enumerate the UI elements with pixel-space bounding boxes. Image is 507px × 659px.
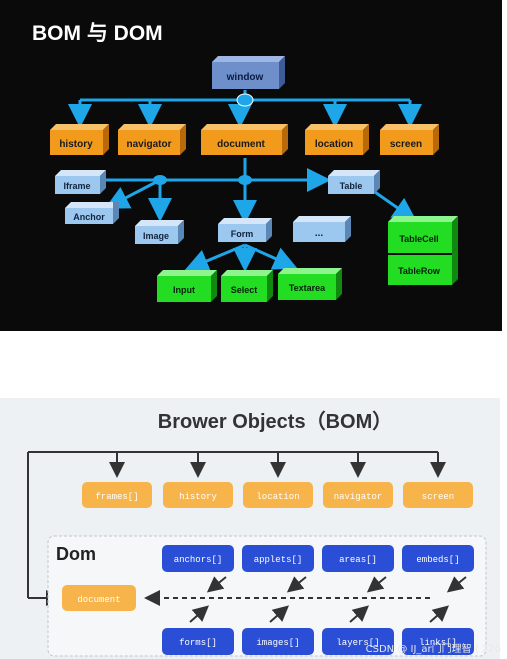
doc-image-node: Image	[135, 220, 184, 244]
dom-layers-label: layers[]	[336, 638, 379, 648]
dom-embeds-label: embeds[]	[416, 555, 459, 565]
top-title: BOM 与 DOM	[32, 22, 163, 45]
bottom-bom-location: location	[243, 482, 313, 508]
dom-applets-label: applets[]	[254, 555, 303, 565]
dom-areas-label: areas[]	[339, 555, 377, 565]
dom-layers-node: layers[]	[322, 628, 394, 655]
bottom-bom-frames-label: frames[]	[95, 492, 138, 502]
bottom-document-label: document	[77, 595, 120, 605]
doc-table-label: Table	[340, 181, 363, 191]
bottom-bom-location-label: location	[256, 492, 299, 502]
dom-areas-node: areas[]	[322, 545, 394, 572]
bottom-bom-screen: screen	[403, 482, 473, 508]
doc-image-label: Image	[143, 231, 169, 241]
dom-links-label: links[]	[419, 638, 457, 648]
doc-ellipsis-node: ...	[293, 216, 351, 242]
csdn-watermark: CSDN @ IJ_ar门门理智 ⟨ 220	[365, 644, 501, 655]
dom-images-node: images[]	[242, 628, 314, 655]
doc-junction-left	[153, 175, 167, 185]
bom-document-node: document	[201, 124, 288, 155]
dom-forms-label: forms[]	[179, 638, 217, 648]
form-select-node: Select	[221, 270, 273, 302]
bottom-bom-navigator: navigator	[323, 482, 393, 508]
form-input-node: Input	[157, 270, 217, 302]
dom-anchors-label: anchors[]	[174, 555, 223, 565]
dom-anchors-node: anchors[]	[162, 545, 234, 572]
bom-screen-label: screen	[390, 139, 422, 150]
doc-form-label: Form	[231, 229, 254, 239]
table-row-label: TableRow	[398, 266, 441, 276]
bom-navigator-node: navigator	[118, 124, 186, 155]
dom-embeds-node: embeds[]	[402, 545, 474, 572]
bottom-bom-history-label: history	[179, 492, 217, 502]
doc-table-node: Table	[328, 170, 380, 194]
bottom-title: Brower Objects（BOM）	[158, 410, 392, 433]
dom-diagonal-arrows	[189, 576, 467, 623]
table-cell-node: TableCell	[388, 216, 458, 253]
dom-images-label: images[]	[256, 638, 299, 648]
bottom-bom-frames: frames[]	[82, 482, 152, 508]
dom-applets-node: applets[]	[242, 545, 314, 572]
table-row-node: TableRow	[388, 247, 458, 285]
dom-label: Dom	[56, 544, 96, 564]
doc-form-node: Form	[218, 218, 272, 242]
doc-ellipsis-label: ...	[315, 228, 324, 239]
window-node: window	[212, 56, 285, 89]
form-select-label: Select	[231, 285, 258, 295]
bom-screen-node: screen	[380, 124, 439, 155]
doc-anchor-label: Anchor	[73, 212, 105, 222]
window-junction	[236, 93, 254, 107]
bom-history-label: history	[59, 139, 93, 150]
form-input-label: Input	[173, 285, 195, 295]
table-cell-label: TableCell	[399, 234, 438, 244]
bottom-bom-navigator-label: navigator	[334, 492, 383, 502]
dom-links-node: links[]	[402, 628, 474, 655]
doc-anchor-node: Anchor	[65, 202, 119, 224]
form-textarea-label: Textarea	[289, 283, 326, 293]
window-label: window	[226, 72, 264, 83]
bottom-bom-screen-label: screen	[422, 492, 454, 502]
doc-iframe-node: Iframe	[55, 170, 106, 194]
bottom-bom-history: history	[163, 482, 233, 508]
bom-history-node: history	[50, 124, 109, 155]
bom-document-label: document	[217, 139, 265, 150]
doc-junction-center	[238, 175, 252, 185]
bom-location-label: location	[315, 139, 353, 150]
dom-forms-node: forms[]	[162, 628, 234, 655]
bottom-document-node: document	[62, 585, 136, 611]
bom-location-node: location	[305, 124, 369, 155]
bom-navigator-label: navigator	[126, 139, 171, 150]
doc-iframe-label: Iframe	[63, 181, 90, 191]
form-textarea-node: Textarea	[278, 268, 342, 300]
